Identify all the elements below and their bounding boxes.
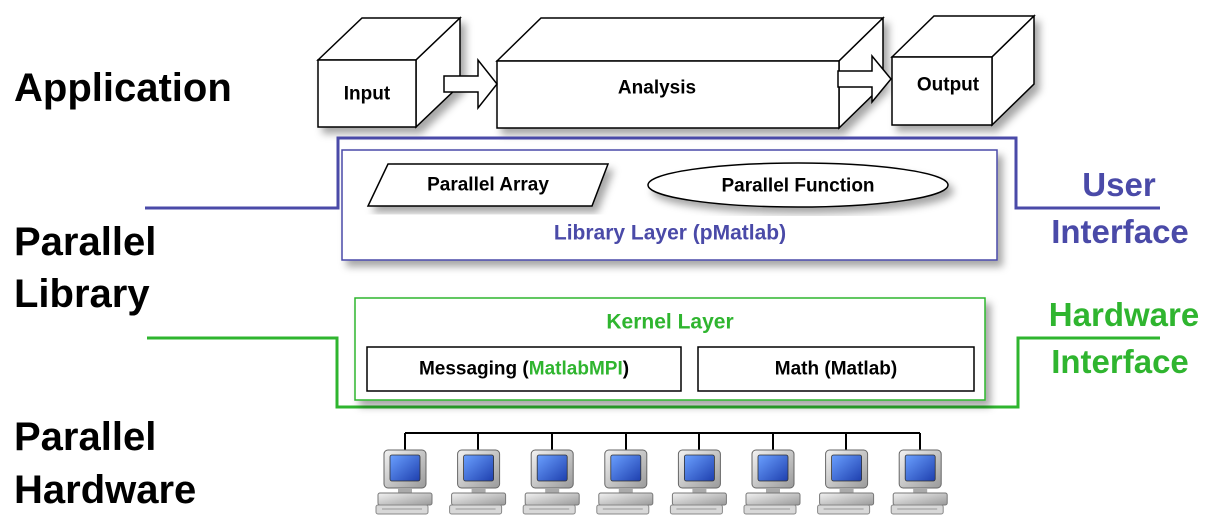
user-interface-label-line2: Interface <box>1051 213 1189 250</box>
input-label: Input <box>343 83 391 105</box>
parallel-array-shape <box>366 163 610 207</box>
application-label: Application <box>14 66 232 110</box>
messaging-label: Messaging (MatlabMPI) <box>419 360 629 379</box>
input-block <box>316 16 462 129</box>
parallel-library-label-line1: Parallel <box>14 220 157 264</box>
analysis-label: Analysis <box>617 77 697 99</box>
parallel-function-shape <box>647 162 949 208</box>
computer-icon <box>817 449 875 515</box>
user-interface-line <box>145 136 1160 210</box>
parallel-array-label: Parallel Array <box>427 174 549 196</box>
hardware-interface-line <box>147 336 1160 409</box>
messaging-highlight: MatlabMPI <box>528 358 623 380</box>
math-label: Math (Matlab) <box>774 358 898 380</box>
hardware-interface-label-line2: Interface <box>1051 343 1189 380</box>
output-label: Output <box>916 74 980 96</box>
messaging-suffix: ) <box>622 358 630 380</box>
computer-icon <box>522 449 580 515</box>
computer-icon <box>743 449 801 515</box>
analysis-block <box>495 16 885 130</box>
output-block <box>890 14 1036 127</box>
messaging-prefix: Messaging ( <box>418 358 529 380</box>
parallel-library-label-line2: Library <box>14 272 150 316</box>
computer-icon <box>669 449 727 515</box>
messaging-box <box>366 346 682 392</box>
computer-icon <box>375 449 433 515</box>
hardware-bus <box>404 432 921 451</box>
computer-icon <box>449 449 507 515</box>
parallel-function-label: Parallel Function <box>721 175 875 197</box>
input-to-analysis-arrow <box>443 57 498 111</box>
kernel-layer-title: Kernel Layer <box>606 310 734 334</box>
library-layer-title: Library Layer (pMatlab) <box>553 221 787 245</box>
computer-cluster <box>375 449 948 515</box>
analysis-to-output-arrow <box>837 53 892 105</box>
computer-icon <box>596 449 654 515</box>
computer-icon <box>890 449 948 515</box>
user-interface-label-line1: User <box>1082 166 1156 203</box>
math-box <box>697 346 975 392</box>
hardware-interface-label-line1: Hardware <box>1048 296 1200 333</box>
parallel-hardware-label-line1: Parallel <box>14 415 157 459</box>
parallel-hardware-label-line2: Hardware <box>14 468 197 512</box>
